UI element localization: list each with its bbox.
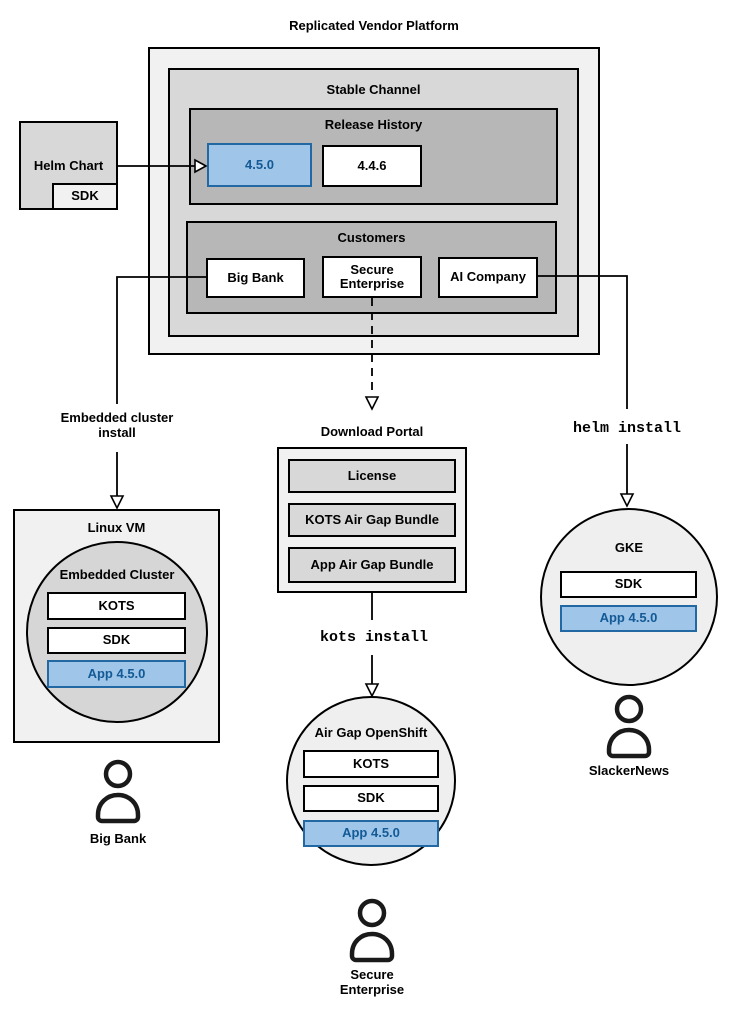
slackernews-user [601, 692, 657, 762]
gke-label: GKE [614, 540, 644, 555]
license-box: License [288, 459, 456, 493]
person-icon [349, 898, 395, 963]
airgap-app-box: App 4.5.0 [303, 820, 439, 847]
slackernews-user-label: SlackerNews [588, 763, 670, 778]
app-airgap-bundle-box: App Air Gap Bundle [288, 547, 456, 583]
airgap-sdk-box: SDK [303, 785, 439, 812]
kots-airgap-bundle-box: KOTS Air Gap Bundle [288, 503, 456, 537]
person-icon [95, 759, 141, 824]
secure-enterprise-user-label: Secure Enterprise [339, 967, 405, 998]
embedded-cluster-label: Embedded Cluster [59, 567, 175, 582]
download-portal-title: Download Portal [320, 424, 424, 439]
customer-big-bank-box: Big Bank [206, 258, 305, 298]
helm-chart-label: Helm Chart [33, 158, 104, 173]
kots-install-label: kots install [319, 629, 429, 646]
linux-vm-kots-box: KOTS [47, 592, 186, 620]
release-history-label: Release History [324, 117, 423, 132]
embedded-cluster-install-label: Embedded cluster install [60, 410, 174, 441]
linux-vm-label: Linux VM [87, 520, 146, 535]
big-bank-user [90, 757, 146, 827]
airgap-openshift-label: Air Gap OpenShift [314, 725, 428, 740]
linux-vm-app-box: App 4.5.0 [47, 660, 186, 688]
customer-secure-enterprise-box: Secure Enterprise [322, 256, 422, 298]
release-450-box: 4.5.0 [207, 143, 312, 187]
stable-channel-label: Stable Channel [326, 82, 421, 97]
customer-ai-company-box: AI Company [438, 257, 538, 298]
helm-chart-sdk-box: SDK [52, 183, 118, 210]
airgap-kots-box: KOTS [303, 750, 439, 778]
release-446-box: 4.4.6 [322, 145, 422, 187]
person-icon [606, 694, 652, 759]
customers-label: Customers [337, 230, 406, 245]
diagram-title: Replicated Vendor Platform [289, 18, 459, 33]
secure-enterprise-user [344, 896, 400, 966]
gke-app-box: App 4.5.0 [560, 605, 697, 632]
linux-vm-sdk-box: SDK [47, 627, 186, 654]
helm-install-label: helm install [572, 420, 682, 437]
gke-sdk-box: SDK [560, 571, 697, 598]
big-bank-user-label: Big Bank [89, 831, 147, 846]
